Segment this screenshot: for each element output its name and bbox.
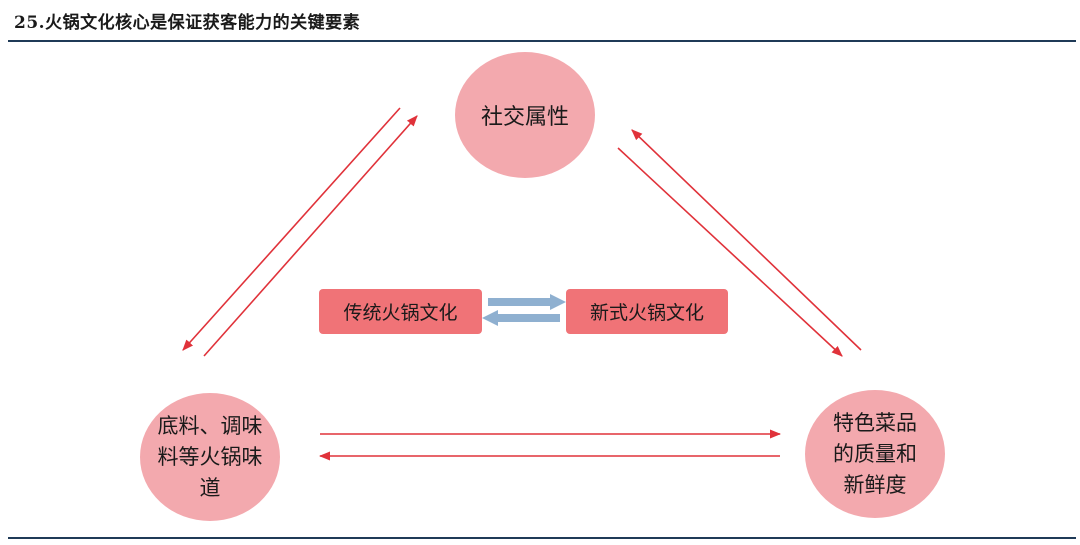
box-traditional-culture: 传统火锅文化 <box>319 289 482 334</box>
node-flavor: 底料、调味料等火锅味道 <box>140 393 280 521</box>
arrow-left-to-top <box>203 115 418 357</box>
blue-arrow-left <box>482 310 560 326</box>
box-traditional-label: 传统火锅文化 <box>343 302 458 324</box>
node-ingredients-label: 特色菜品的质量和新鲜度 <box>833 410 917 497</box>
node-ingredients: 特色菜品的质量和新鲜度 <box>805 390 945 518</box>
arrow-top-to-left <box>182 107 401 351</box>
node-social: 社交属性 <box>455 52 595 178</box>
bottom-divider <box>8 537 1076 539</box>
top-divider <box>8 40 1076 42</box>
arrow-right-to-top <box>631 129 862 351</box>
node-flavor-label: 底料、调味料等火锅味道 <box>157 413 263 500</box>
arrow-top-to-right <box>617 147 843 357</box>
box-new-culture: 新式火锅文化 <box>566 289 728 334</box>
node-social-label: 社交属性 <box>480 105 569 130</box>
page-title: 25.火锅文化核心是保证获客能力的关键要素 <box>14 13 361 33</box>
box-new-label: 新式火锅文化 <box>589 302 704 324</box>
blue-arrow-right <box>488 294 566 310</box>
